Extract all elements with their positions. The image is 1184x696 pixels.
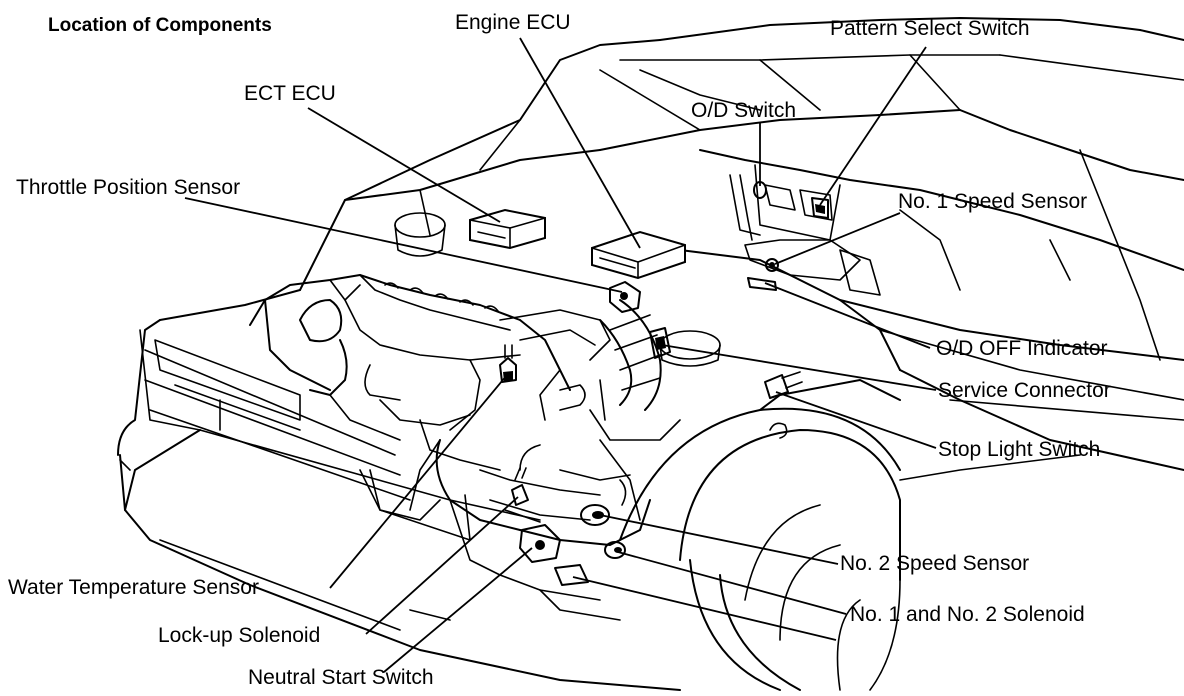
label-stop-light-switch: Stop Light Switch bbox=[938, 438, 1101, 461]
leader-neutral-start-switch bbox=[383, 547, 533, 673]
label-water-temperature-sensor: Water Temperature Sensor bbox=[8, 576, 259, 599]
leader-no2-speed-sensor bbox=[599, 514, 839, 565]
label-no1-speed-sensor: No. 1 Speed Sensor bbox=[898, 190, 1088, 213]
engine-bay bbox=[249, 212, 721, 621]
leader-service-connector bbox=[661, 344, 937, 391]
engine-ecu-box bbox=[591, 230, 686, 280]
label-lockup-solenoid: Lock-up Solenoid bbox=[158, 624, 321, 647]
label-od-switch: O/D Switch bbox=[691, 99, 797, 122]
leader-throttle-position-sensor bbox=[184, 197, 623, 293]
ect-ecu-box bbox=[469, 208, 546, 250]
throttle-position-sensor-part bbox=[609, 281, 641, 313]
label-od-off-indicator: O/D OFF Indicator bbox=[936, 337, 1108, 360]
label-no2-speed-sensor: No. 2 Speed Sensor bbox=[840, 552, 1030, 575]
car-body bbox=[117, 17, 1184, 691]
label-pattern-select-switch: Pattern Select Switch bbox=[830, 17, 1030, 40]
leader-water-temperature-sensor bbox=[329, 374, 508, 589]
diagram-title: Location of Components bbox=[48, 15, 272, 36]
leader-stop-light-switch bbox=[775, 391, 937, 449]
leader-lockup-solenoid bbox=[365, 496, 519, 635]
service-connector-part bbox=[649, 327, 671, 359]
no1-speed-sensor-part bbox=[747, 258, 779, 291]
leader-ect-ecu bbox=[307, 107, 501, 223]
leader-engine-ecu bbox=[519, 37, 641, 249]
neutral-start-switch-part bbox=[519, 524, 561, 563]
label-neutral-start-switch: Neutral Start Switch bbox=[248, 666, 434, 689]
label-engine-ecu: Engine ECU bbox=[455, 11, 571, 34]
label-throttle-position-sensor: Throttle Position Sensor bbox=[16, 176, 241, 199]
leader-od-off-indicator bbox=[764, 282, 931, 349]
leader-pattern-select-switch bbox=[819, 46, 927, 206]
leader-no1-no2-solenoid-lower bbox=[572, 576, 837, 641]
label-no1-no2-solenoid: No. 1 and No. 2 Solenoid bbox=[850, 603, 1085, 626]
stop-light-switch-part bbox=[764, 371, 803, 439]
leader-lines bbox=[184, 37, 937, 673]
no2-speed-sensor-part bbox=[580, 479, 627, 526]
water-temperature-sensor-part bbox=[499, 344, 517, 383]
leader-no1-no2-solenoid-upper bbox=[617, 551, 847, 615]
label-service-connector: Service Connector bbox=[938, 379, 1111, 402]
label-ect-ecu: ECT ECU bbox=[244, 82, 336, 105]
no1-no2-solenoid-part bbox=[554, 541, 626, 586]
pattern-select-switch-part bbox=[811, 197, 829, 219]
leader-no1-speed-sensor bbox=[774, 212, 901, 265]
